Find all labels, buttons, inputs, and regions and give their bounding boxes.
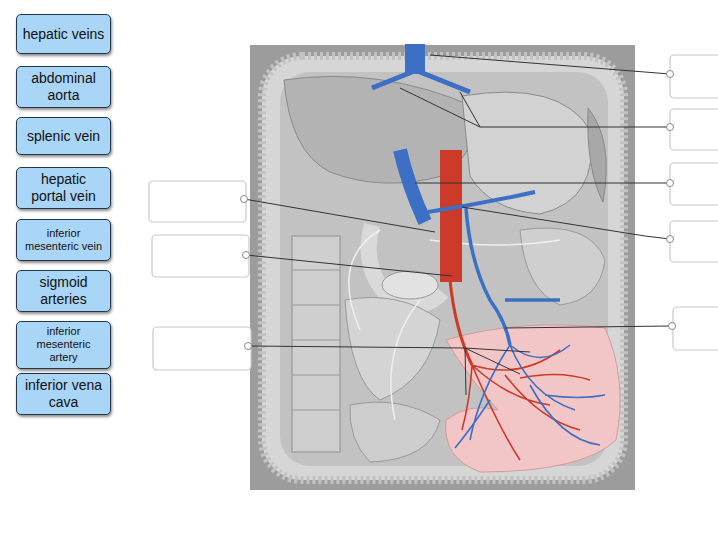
leader-line — [246, 255, 452, 276]
label-tile: hepatic portal vein — [16, 167, 111, 209]
colon-haustra — [292, 270, 340, 410]
label-tile: inferior mesenteric artery — [16, 321, 111, 369]
ascending-colon — [292, 236, 340, 452]
anchor-dot — [245, 343, 252, 350]
anchor-dot — [667, 180, 674, 187]
anchor-dots — [241, 71, 676, 350]
answer-box — [149, 181, 246, 222]
answer-box — [670, 163, 718, 205]
label-tile: splenic vein — [16, 117, 111, 155]
leader-line — [415, 183, 670, 184]
hepatic-veins — [372, 72, 470, 92]
answer-box — [153, 327, 251, 370]
hepatic-portal-vein — [400, 150, 425, 222]
term-label: hepatic portal vein — [22, 171, 105, 205]
label-tile: inferior mesenteric vein — [16, 219, 111, 261]
answer-box — [152, 235, 249, 277]
leader-lines — [244, 55, 670, 395]
leader-line — [244, 199, 435, 232]
leader-line — [400, 88, 670, 127]
spleen — [588, 108, 606, 202]
small-intestine — [345, 298, 440, 401]
inferior-mesenteric-artery — [450, 280, 472, 365]
anchor-dot — [667, 236, 674, 243]
duodenum — [369, 225, 442, 305]
answer-box — [670, 55, 718, 98]
answer-box — [670, 109, 718, 150]
background-panel — [250, 45, 635, 490]
anchor-dot — [667, 124, 674, 131]
leader-line — [430, 55, 670, 74]
descending-colon — [520, 228, 605, 305]
leader-line — [249, 346, 530, 395]
term-label: inferior vena cava — [22, 377, 105, 411]
anchor-dot — [669, 323, 676, 330]
term-label: sigmoid arteries — [22, 274, 105, 308]
term-label: inferior mesenteric artery — [22, 325, 105, 365]
answer-box — [670, 221, 718, 262]
label-tile: hepatic veins — [16, 14, 111, 54]
sigmoid-arteries — [462, 350, 590, 460]
term-label: splenic vein — [27, 128, 100, 145]
anchor-dot — [667, 71, 674, 78]
anchor-dot — [243, 252, 250, 259]
answer-box — [673, 307, 718, 350]
pancreas — [382, 271, 438, 299]
leader-line — [462, 207, 670, 239]
inferior-mesenteric-vein — [466, 208, 560, 345]
leader-line — [505, 326, 670, 328]
answer-boxes — [149, 55, 718, 370]
small-intestine — [350, 402, 440, 462]
term-label: hepatic veins — [23, 26, 105, 43]
label-tile: abdominal aorta — [16, 66, 111, 108]
term-label: abdominal aorta — [22, 70, 105, 104]
splenic-vein — [428, 192, 535, 212]
term-label: inferior mesenteric vein — [22, 227, 105, 253]
sigmoid-colon — [446, 325, 620, 472]
label-tile: inferior vena cava — [16, 373, 111, 415]
label-tile: sigmoid arteries — [16, 270, 111, 312]
inferior-vena-cava — [405, 44, 425, 74]
abdominal-aorta — [440, 150, 462, 282]
anchor-dot — [241, 196, 248, 203]
sigmoid-veins — [455, 345, 605, 448]
abdominal-wall — [262, 56, 624, 480]
